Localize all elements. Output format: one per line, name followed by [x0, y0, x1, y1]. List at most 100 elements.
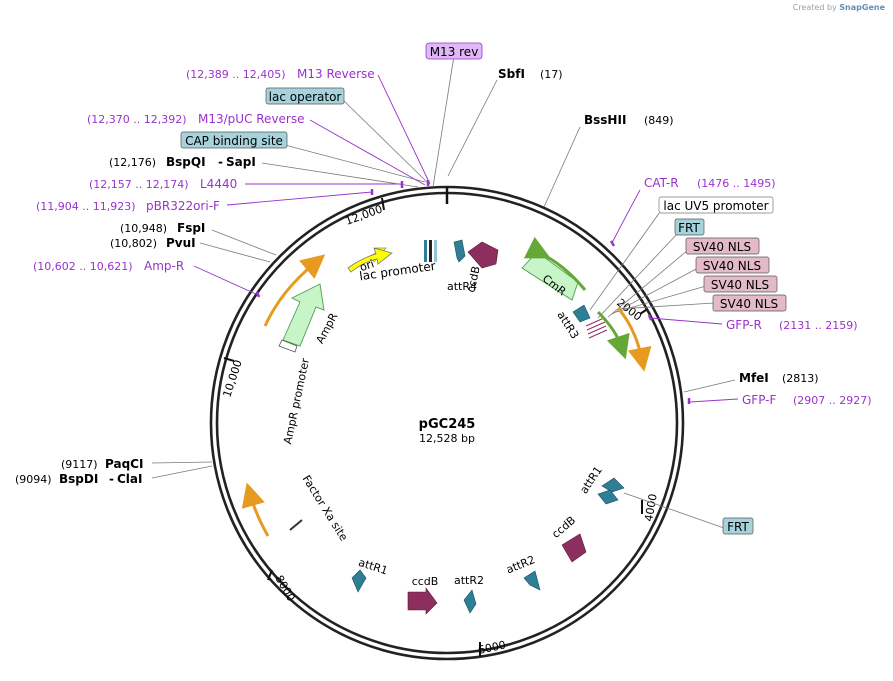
lac-uv5-box — [658, 196, 774, 214]
label-factor-xa: Factor Xa site — [300, 473, 351, 544]
snapgene-brand: SnapGene — [839, 3, 885, 12]
enzyme-bsshii: BssHII — [584, 113, 626, 127]
label-nls4: SV40 NLS — [720, 297, 778, 311]
enzyme-pvui: PvuI — [166, 236, 196, 250]
attr1-left-arrow — [351, 569, 367, 593]
label-attr2-bottom: attR2 — [454, 574, 484, 587]
leader-bsshii — [543, 126, 581, 208]
leader-catr — [611, 189, 641, 244]
leader-bspqi — [261, 162, 419, 188]
primer-mark-catr — [609, 240, 616, 247]
cap-site-box — [180, 131, 288, 149]
enzyme-bspqi-pos: (12,176) — [109, 156, 156, 169]
label-ori: ori — [358, 257, 376, 274]
leader-m13reverse — [377, 74, 431, 185]
label-nls2: SV40 NLS — [703, 259, 761, 273]
enzyme-bspdi-sep: - — [109, 472, 114, 486]
leader-nls1 — [607, 249, 689, 318]
tick-label-12000: 12,000 — [344, 202, 385, 227]
tick-mark-12000 — [381, 197, 385, 211]
ccdb-top-arrow — [467, 241, 499, 269]
label-ampr: AmpR — [313, 310, 340, 345]
primer-mark-gfpr — [647, 314, 653, 321]
label-frt2: FRT — [727, 520, 749, 534]
leader-sbfi — [447, 79, 498, 177]
left-orange-arc — [241, 482, 270, 537]
leader-pvui — [199, 242, 271, 263]
credit-prefix: Created by — [792, 3, 837, 12]
leader-m13rev — [432, 55, 455, 188]
leader-fspi — [211, 229, 277, 256]
attr2-right-arrow — [523, 570, 541, 591]
attr4-arrow — [453, 239, 466, 263]
enzyme-paqci: PaqCI — [105, 457, 143, 471]
enzyme-bspqi-sep: - — [218, 155, 223, 169]
label-lac-operator: lac operator — [269, 90, 342, 104]
leader-m13puc — [309, 119, 426, 186]
primer-catr-name: CAT-R — [644, 176, 679, 190]
tick-mark-2000 — [639, 309, 647, 315]
attr2-bottom-arrow — [463, 589, 477, 614]
primer-l4440-range: (12,157 .. 12,174) — [89, 178, 189, 191]
leader-frt2 — [623, 492, 725, 529]
primer-gfpf-range: (2907 .. 2927) — [793, 394, 872, 407]
leader-lac-uv5 — [589, 211, 661, 311]
enzyme-fspi-pos: (10,948) — [120, 222, 167, 235]
label-attr1-right: attR1 — [577, 464, 605, 496]
leader-paqci — [151, 461, 213, 464]
attr3-arrow — [572, 304, 591, 323]
gfp-orange-arc — [616, 307, 652, 372]
primer-gfpf-name: GFP-F — [742, 393, 777, 407]
attr1-right-arrow-a — [601, 477, 625, 493]
cmr-green-arc — [523, 236, 587, 291]
primer-mark-ampr — [255, 291, 261, 298]
lac-promoter-cluster — [424, 240, 437, 262]
tick-label-6000: 6000 — [477, 638, 507, 657]
leader-frt1 — [597, 232, 679, 319]
nls2-box — [695, 256, 770, 274]
enzyme-mfei-pos: (2813) — [782, 372, 819, 385]
label-ccdb-top: ccdB — [464, 265, 482, 294]
tick-mark-10000 — [223, 357, 235, 362]
enzyme-sbfi: SbfI — [498, 67, 525, 81]
leader-nls4 — [617, 302, 715, 310]
nls3-box — [703, 275, 778, 293]
label-nls1: SV40 NLS — [693, 240, 751, 254]
ccdb-right-arrow — [561, 533, 587, 563]
primer-pbr322-range: (11,904 .. 11,923) — [36, 200, 136, 213]
attr3-hatch — [585, 317, 608, 339]
primer-gfpr-name: GFP-R — [726, 318, 762, 332]
enzyme-mfei: MfeI — [739, 371, 769, 385]
primer-gfpr-range: (2131 .. 2159) — [779, 319, 858, 332]
primer-m13puc-name: M13/pUC Reverse — [198, 112, 305, 126]
enzyme-bsshii-pos: (849) — [644, 114, 674, 127]
leader-cap-site — [284, 144, 426, 183]
ccdb-bottom-arrow — [407, 587, 438, 615]
primer-m13reverse-range: (12,389 .. 12,405) — [186, 68, 286, 81]
enzyme-bspqi: BspQI — [166, 155, 206, 169]
leader-mfei — [683, 379, 736, 393]
primer-m13puc-range: (12,370 .. 12,392) — [87, 113, 187, 126]
primer-l4440-name: L4440 — [200, 177, 237, 191]
enzyme-paqci-pos: (9117) — [61, 458, 98, 471]
tick-mark-8000 — [267, 569, 273, 581]
primer-ampr-range: (10,602 .. 10,621) — [33, 260, 133, 273]
enzyme-bspdi: BspDI — [59, 472, 98, 486]
nls1-box — [685, 237, 760, 255]
label-frt1: FRT — [678, 221, 700, 235]
label-attr4: attR4 — [447, 280, 477, 293]
label-ampr-promoter: AmpR promoter — [281, 357, 312, 446]
plasmid-name: pGC245 — [419, 417, 476, 432]
leader-nls3 — [615, 285, 707, 313]
label-ccdb-bottom: ccdB — [412, 575, 439, 588]
leader-nls2 — [611, 267, 699, 315]
m13rev-box — [425, 42, 483, 60]
leader-gfpr — [649, 317, 723, 325]
leader-ampr-primer — [193, 265, 259, 296]
factor-xa-mark — [289, 519, 303, 531]
leader-pbr322 — [226, 191, 373, 206]
plasmid-size: 12,528 bp — [419, 432, 475, 445]
lac-operator-box — [265, 87, 345, 105]
ampr-promoter-box — [278, 339, 298, 353]
gfp-green-arc — [596, 310, 630, 360]
